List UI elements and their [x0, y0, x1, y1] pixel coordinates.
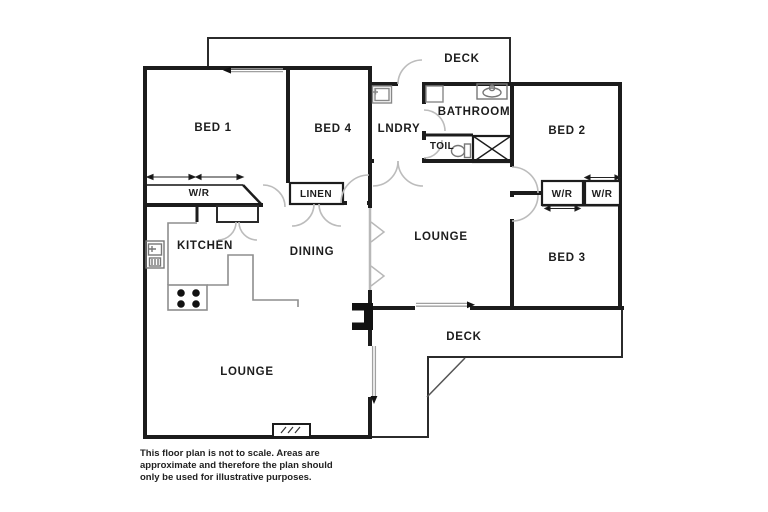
arrow-head [543, 205, 551, 212]
room-label-lndry: LNDRY [378, 123, 421, 135]
arrow-head [194, 173, 202, 181]
sliding-window-bed1-arrow [223, 66, 231, 74]
room-labels: BED 1 BED 4 LNDRY BATHROOM TOIL BED 2 BE… [177, 53, 613, 378]
sliding-door-bottom-lounge [371, 346, 377, 396]
room-label-lounge-middle: LOUNGE [414, 231, 467, 243]
wardrobe-box-bed2 [583, 179, 622, 207]
deck-bottom-outline [372, 310, 623, 438]
arrow-head [236, 173, 245, 181]
room-label-toil: TOIL [430, 141, 454, 152]
burner-dot [177, 300, 185, 308]
wood-burner-icon [352, 303, 373, 330]
counter-peninsula [207, 254, 299, 307]
fixtures [145, 83, 513, 438]
door-arc-bed1 [262, 184, 286, 208]
door-arc-kitchen-closet-left [217, 221, 237, 241]
door-arc-lounge-right [397, 160, 424, 187]
sliding-door-bottom-lounge-arrow [370, 396, 378, 404]
arrow-head [583, 174, 591, 181]
disclaimer-line-2: approximate and therefore the plan shoul… [140, 460, 333, 471]
room-label-wr-bed3: W/R [552, 189, 573, 200]
sink-tap [149, 246, 156, 252]
opening-chevron-top [370, 221, 386, 243]
door-arcs [217, 59, 539, 241]
washer-outer [371, 85, 393, 104]
room-label-wr-bed2: W/R [592, 189, 613, 200]
burner-dot [192, 289, 200, 297]
door-arc-bed3 [511, 194, 539, 222]
door-arc-bed4 [340, 174, 370, 204]
door-arc-deck-lndry [397, 59, 423, 85]
burner-notch [352, 310, 364, 323]
room-label-bed1: BED 1 [194, 122, 231, 134]
room-label-kitchen: KITCHEN [177, 240, 233, 252]
drainer-lines [151, 259, 159, 265]
dining-lounge-opening [368, 208, 386, 290]
washer-tap [373, 89, 378, 95]
heater-slashes [280, 426, 301, 434]
disclaimer-note: This floor plan is not to scale. Areas a… [140, 448, 333, 483]
deck-steps-line [426, 357, 466, 398]
shower-box-icon [471, 134, 513, 164]
burner-dot [177, 289, 185, 297]
opening-chevron-bottom [370, 265, 386, 287]
disclaimer-line-1: This floor plan is not to scale. Areas a… [140, 448, 320, 459]
sink-unit-outer [145, 240, 165, 269]
room-label-linen: LINEN [300, 189, 332, 200]
toilet-tank [463, 143, 472, 159]
door-arc-kitchen-closet-right [238, 221, 258, 241]
door-arc-bed2 [511, 166, 539, 194]
shower-cross [472, 135, 512, 163]
sink-bowl [147, 243, 163, 256]
kitchen-counters [167, 222, 299, 307]
burner-dot [192, 300, 200, 308]
room-label-bed2: BED 2 [548, 125, 585, 137]
washing-machine-icon [371, 85, 393, 104]
disclaimer-line-3: only be used for illustrative purposes. [140, 472, 312, 483]
room-label-wr-bed1: W/R [189, 188, 210, 199]
cooktop-icon [167, 284, 208, 311]
basin-bowl [482, 87, 502, 98]
room-label-bed4: BED 4 [314, 123, 351, 135]
heater-box [272, 423, 311, 438]
door-arc-linen-right [318, 203, 342, 227]
arrow-head [145, 173, 154, 181]
door-arc-bathroom [423, 109, 446, 132]
toilet-icon [450, 143, 472, 159]
door-arc-toilet [423, 139, 443, 159]
deck-top-outline [207, 37, 511, 84]
heater-icon [272, 423, 311, 438]
vanity-basin-icon [476, 83, 508, 100]
room-label-lounge-bottom: LOUNGE [220, 366, 273, 378]
room-label-bathroom: BATHROOM [438, 106, 510, 118]
sliding-window-bed1 [231, 68, 283, 73]
arrow-head [614, 174, 622, 181]
wardrobe-sliding-arrows [145, 173, 622, 212]
shower-outline [471, 134, 513, 164]
sink-drainer [148, 257, 162, 267]
sliding-door-lounge-deck [416, 302, 467, 307]
sliding-door-lounge-deck-arrow [467, 301, 475, 309]
door-arc-linen-left [291, 203, 315, 227]
counter-left [167, 222, 197, 285]
wardrobe-box-bed3 [540, 179, 585, 207]
sliding-indicators [223, 66, 475, 404]
room-label-bed3: BED 3 [548, 252, 585, 264]
room-label-dining: DINING [290, 246, 334, 258]
vanity-top [476, 83, 508, 100]
kitchen-sink-icon [145, 240, 165, 269]
wardrobe-diagonal-wall [242, 184, 263, 206]
bathroom-cupboard-icon [425, 85, 444, 103]
arrow-head [188, 173, 197, 181]
room-label-deck-top: DECK [444, 53, 479, 65]
room-label-deck-bottom: DECK [446, 331, 481, 343]
kitchen-closet-box [216, 205, 259, 223]
arrow-head [574, 205, 582, 212]
